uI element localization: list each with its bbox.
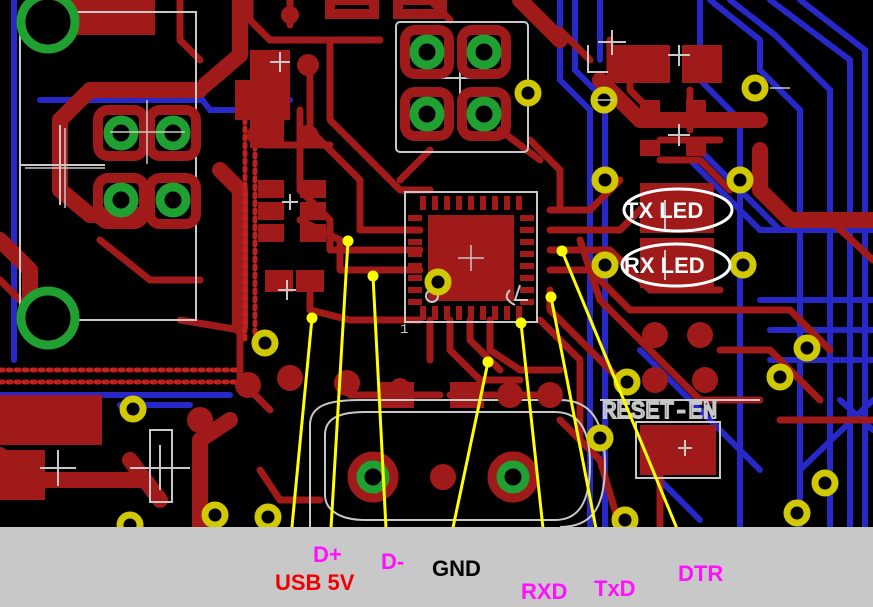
d-plus-pointer <box>328 235 354 546</box>
rx-led-callout: RX LED <box>620 242 732 288</box>
d-minus-label: D- <box>381 549 405 574</box>
gnd-label: GND <box>432 556 481 581</box>
d-plus-label: D+ <box>313 542 342 567</box>
reset-enable-label: RESET-EN <box>602 399 717 426</box>
usb-uart-chip: 1 <box>400 191 538 338</box>
crosshair-markers <box>25 87 790 208</box>
label-strip <box>0 527 873 607</box>
tx-led-callout: TX LED <box>622 187 734 233</box>
dtr-pointer <box>556 245 692 561</box>
round-copper-pads <box>187 6 718 433</box>
dtr-label: DTR <box>678 561 724 586</box>
smd-pads <box>0 0 722 500</box>
usb-5v-pointer <box>286 312 318 569</box>
gnd-pointer <box>445 356 494 557</box>
tx-led-label: TX LED <box>625 198 703 223</box>
svg-text:1: 1 <box>400 322 408 338</box>
rx-led-label: RX LED <box>624 253 705 278</box>
usb-5v-label: USB 5V <box>275 570 355 595</box>
d-minus-pointer <box>367 270 389 549</box>
rxd-label: RXD <box>521 579 568 604</box>
through-hole-pads <box>16 0 539 503</box>
txd-label: TxD <box>594 576 636 601</box>
silkscreen-layer <box>19 11 760 528</box>
